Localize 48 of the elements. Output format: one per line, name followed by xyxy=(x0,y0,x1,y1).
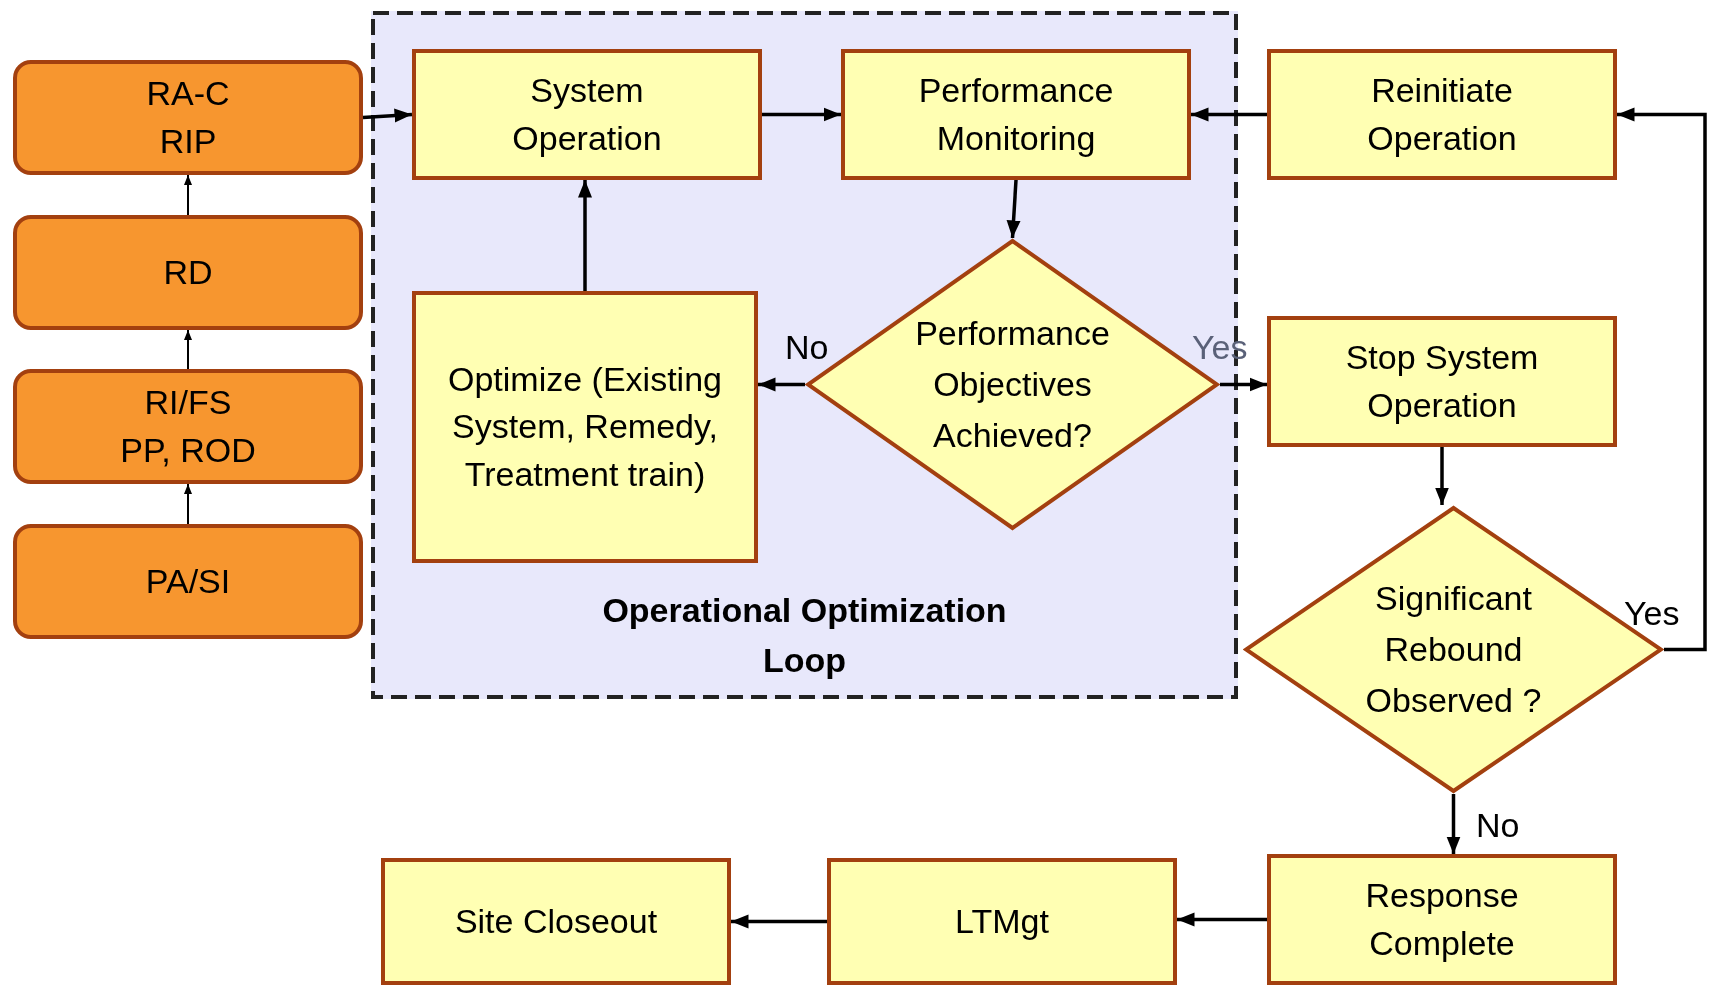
process-box xyxy=(1267,49,1617,180)
node-label: RIP xyxy=(159,120,217,162)
arrow xyxy=(1435,447,1449,505)
node-label: Response Complete xyxy=(1364,874,1520,964)
arrow xyxy=(184,174,192,216)
node-label: Significant Rebound Observed ? xyxy=(1364,578,1543,721)
arrow xyxy=(1617,107,1707,652)
process-box xyxy=(841,49,1191,180)
process-box xyxy=(381,858,731,985)
process-box xyxy=(412,49,762,180)
arrow xyxy=(1191,107,1267,122)
node-label: Site Closeout xyxy=(454,900,658,942)
edge-label: No xyxy=(1475,808,1521,842)
arrow xyxy=(578,180,592,291)
region-title: Operational Optimization Loop xyxy=(601,590,1008,681)
node-label: LTMgt xyxy=(955,900,1049,942)
edge-label: No xyxy=(784,330,830,364)
arrow xyxy=(731,914,827,929)
process-box xyxy=(13,524,363,639)
arrow xyxy=(758,377,805,392)
arrow xyxy=(1220,377,1267,392)
process-box xyxy=(827,858,1177,985)
node-label: Performance Monitoring xyxy=(917,69,1115,159)
process-box xyxy=(13,215,363,330)
edge-label: Yes xyxy=(1623,596,1681,630)
process-box xyxy=(13,369,363,484)
arrow xyxy=(1446,794,1461,854)
arrow xyxy=(1177,912,1267,927)
node-label: Stop System Operation xyxy=(1344,336,1540,426)
edge-label: Yes xyxy=(1191,330,1249,364)
process-box xyxy=(13,60,363,175)
node-label: Reinitiate Operation xyxy=(1366,69,1518,159)
node-label: System Operation xyxy=(511,69,663,159)
node-label: Performance Objectives Achieved? xyxy=(914,313,1111,456)
node-label: PP, ROD xyxy=(120,429,256,471)
process-box xyxy=(1267,854,1617,985)
process-box xyxy=(1267,316,1617,447)
arrow xyxy=(762,107,841,122)
arrow xyxy=(184,483,192,525)
node-label: Optimize (Existing System, Remedy, Treatment train) xyxy=(447,358,723,495)
node-label: RI/FS xyxy=(144,381,232,423)
arrow xyxy=(362,108,413,123)
process-box xyxy=(412,291,758,563)
node-label: RD xyxy=(163,251,213,293)
arrow xyxy=(184,329,192,370)
node-label: PA/SI xyxy=(145,560,231,602)
node-label: RA-C xyxy=(146,72,230,114)
arrow xyxy=(1006,179,1021,239)
